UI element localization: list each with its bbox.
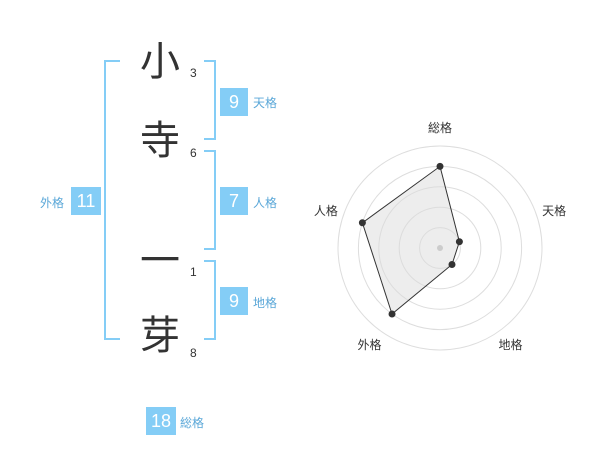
tenkaku-value: 9 — [220, 88, 248, 116]
radar-center-dot — [437, 245, 443, 251]
radar-point-3 — [388, 310, 396, 318]
radar-point-4 — [358, 219, 366, 227]
radar-point-0 — [436, 162, 444, 170]
jinkaku-bracket — [204, 150, 216, 250]
stroke-count-2: 6 — [190, 146, 197, 160]
name-char-2: 寺 — [140, 118, 180, 164]
name-char-4: 芽 — [140, 313, 180, 359]
stroke-count-4: 8 — [190, 346, 197, 360]
name-char-3: 一 — [140, 238, 180, 284]
soukaku-label: 総格 — [180, 416, 205, 430]
gaikaku-label: 外格 — [40, 196, 65, 210]
jinkaku-label: 人格 — [253, 196, 278, 210]
radar-axis-label-3: 外格 — [357, 337, 381, 352]
tenkaku-bracket — [204, 60, 216, 140]
radar-series-polygon — [361, 165, 460, 315]
radar-point-1 — [455, 238, 463, 246]
chikaku-value: 9 — [220, 287, 248, 315]
name-char-1: 小 — [140, 39, 180, 85]
gaikaku-bracket — [104, 60, 120, 340]
radar-axis-label-4: 人格 — [314, 203, 338, 218]
radar-axis-label-1: 天格 — [542, 203, 566, 218]
jinkaku-value: 7 — [220, 187, 248, 215]
chikaku-label: 地格 — [253, 296, 278, 310]
radar-axis-label-0: 総格 — [428, 120, 452, 135]
stroke-count-1: 3 — [190, 66, 197, 80]
radar-axis-label-2: 地格 — [499, 337, 523, 352]
radar-point-2 — [448, 261, 456, 269]
chikaku-bracket — [204, 260, 216, 340]
tenkaku-label: 天格 — [253, 96, 278, 110]
stroke-count-3: 1 — [190, 265, 197, 279]
soukaku-value: 18 — [146, 407, 176, 435]
gaikaku-value: 11 — [71, 187, 101, 215]
